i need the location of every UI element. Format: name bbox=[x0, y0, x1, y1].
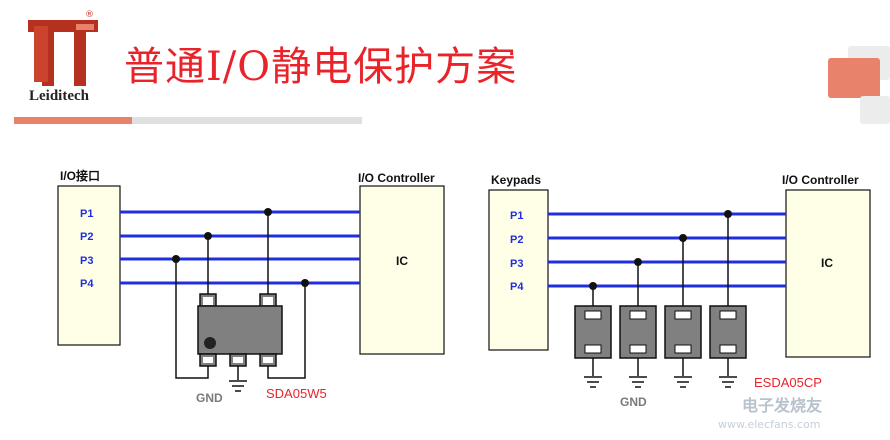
deco-square-light bbox=[860, 96, 890, 124]
right-controller-box bbox=[785, 189, 871, 358]
right-part-label: ESDA05CP bbox=[754, 375, 822, 390]
right-pin-p1: P1 bbox=[510, 210, 523, 222]
sda05w5-chip bbox=[197, 293, 283, 367]
right-ground-symbols bbox=[584, 376, 737, 388]
keypads-label: Keypads bbox=[491, 173, 541, 187]
keypads-box bbox=[488, 189, 549, 351]
left-controller-box bbox=[359, 185, 445, 355]
registered-mark: ® bbox=[85, 10, 94, 20]
brand-name: Leiditech bbox=[29, 88, 89, 104]
left-signal-lines bbox=[120, 210, 360, 285]
right-signal-lines bbox=[548, 212, 786, 288]
left-gnd-label: GND bbox=[196, 391, 223, 405]
right-ic-label: IC bbox=[821, 256, 833, 270]
right-tap-wires bbox=[592, 214, 729, 376]
left-tap-wires bbox=[175, 212, 306, 380]
watermark-url: www.elecfans.com bbox=[718, 418, 821, 431]
left-controller-label: I/O Controller bbox=[358, 171, 435, 185]
right-pin-p3: P3 bbox=[510, 258, 523, 270]
right-pin-p2: P2 bbox=[510, 234, 523, 246]
right-controller-label: I/O Controller bbox=[782, 173, 859, 187]
right-gnd-label: GND bbox=[620, 395, 647, 409]
left-pin-p4: P4 bbox=[80, 278, 94, 290]
left-pin-p2: P2 bbox=[80, 231, 93, 243]
right-junction-dots bbox=[589, 210, 732, 290]
esda05cp-diodes bbox=[574, 305, 747, 359]
leiditech-logo bbox=[28, 20, 98, 86]
io-interface-label: I/O接口 bbox=[60, 168, 100, 183]
watermark-text: 电子发烧友 bbox=[742, 396, 823, 415]
io-interface-box bbox=[57, 185, 121, 346]
left-part-label: SDA05W5 bbox=[266, 386, 327, 401]
right-pin-p4: P4 bbox=[510, 281, 524, 293]
header-divider-gray bbox=[132, 117, 362, 124]
esda05cp-diode-2 bbox=[619, 305, 657, 359]
left-ground-symbol bbox=[229, 380, 247, 392]
left-junction-dots bbox=[172, 208, 309, 287]
esda05cp-diode-4 bbox=[709, 305, 747, 359]
esda05cp-diode-1 bbox=[574, 305, 612, 359]
deco-square-orange bbox=[828, 58, 880, 98]
left-ic-label: IC bbox=[396, 254, 408, 268]
esda05cp-diode-3 bbox=[664, 305, 702, 359]
left-pin-p1: P1 bbox=[80, 208, 93, 220]
header-divider bbox=[14, 117, 132, 124]
left-pin-p3: P3 bbox=[80, 255, 93, 267]
page-title: 普通I/O静电保护方案 bbox=[124, 44, 518, 90]
